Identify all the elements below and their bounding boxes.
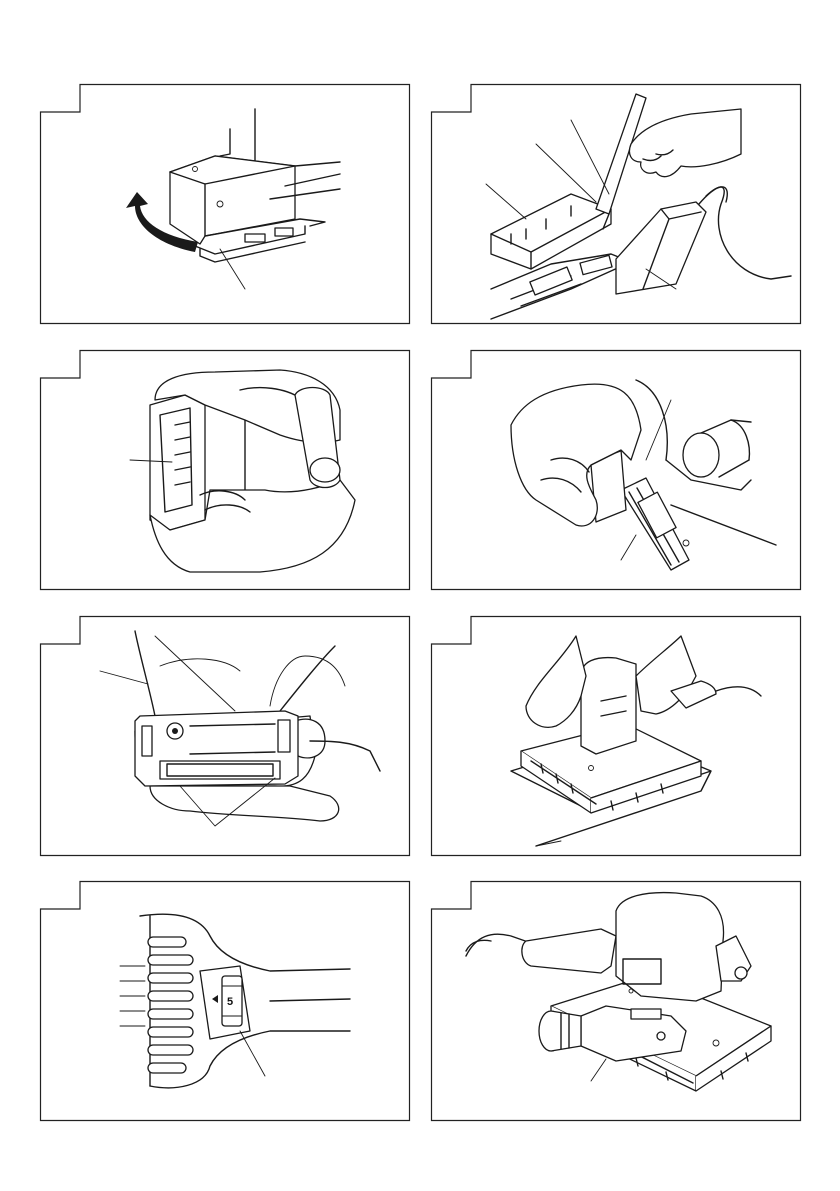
figure-7-speed-dial: 5 [40, 881, 410, 1121]
figure-2-screwdriver-release [431, 84, 801, 324]
figure-8-sander-assembled [431, 881, 801, 1121]
figure-1-dust-bag-removal [40, 84, 410, 324]
figure-4-nozzle-insertion [431, 350, 801, 590]
figure-3-dust-cup-handling [40, 350, 410, 590]
dust-box-icon [135, 711, 298, 786]
dial-value: 5 [227, 996, 233, 1008]
figure-6-sanding-operation [431, 616, 801, 856]
figure-5-dust-box-filter [40, 616, 410, 856]
